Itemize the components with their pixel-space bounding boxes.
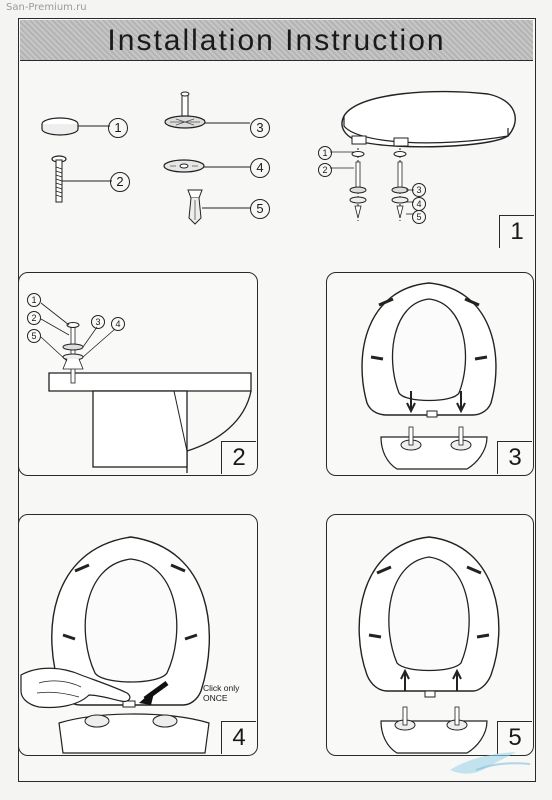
seat-click-illustration — [20, 536, 210, 754]
panel2-callout-3: 3 — [91, 315, 105, 329]
title-banner: Installation Instruction — [20, 20, 533, 61]
seat-callout-1: 1 — [318, 146, 332, 160]
click-note-line2: ONCE — [203, 693, 228, 703]
panel2-callout-1: 1 — [27, 293, 41, 307]
part-callout-1: 1 — [108, 118, 128, 138]
seat-callout-2: 2 — [318, 163, 332, 177]
part-anchor-illustration — [187, 189, 250, 225]
step-number-2: 2 — [221, 441, 256, 474]
step-number-4: 4 — [221, 721, 256, 754]
step-number-5: 5 — [497, 721, 532, 754]
part-cap-illustration — [41, 117, 110, 136]
step-number-3: 3 — [497, 441, 532, 474]
part-hinge-post-illustration — [164, 91, 250, 129]
seat-removal-illustration — [358, 536, 500, 754]
panel2-callout-4: 4 — [111, 317, 125, 331]
part-callout-5: 5 — [250, 199, 270, 219]
step-number-1: 1 — [499, 215, 534, 248]
watermark-logo — [450, 752, 531, 774]
part-callout-4: 4 — [250, 158, 270, 178]
panel2-callout-5: 5 — [27, 329, 41, 343]
bowl-side-illustration — [40, 302, 252, 473]
part-plate-illustration — [163, 159, 250, 173]
part-callout-2: 2 — [110, 172, 130, 192]
part-bolt-illustration — [51, 155, 112, 203]
panel-4: Click only ONCE 4 — [18, 514, 258, 756]
page-title: Installation Instruction — [107, 24, 446, 57]
panel-3: 3 — [326, 272, 534, 476]
seat-callout-3: 3 — [412, 183, 426, 197]
panel-5: 5 — [326, 514, 534, 756]
click-note: Click only ONCE — [203, 683, 239, 703]
seat-callout-5: 5 — [412, 210, 426, 224]
part-callout-3: 3 — [250, 118, 270, 138]
panel-2: 1 2 5 3 4 2 — [18, 272, 258, 476]
seat-placement-illustration — [361, 282, 497, 470]
click-note-line1: Click only — [203, 683, 240, 693]
panel2-callout-2: 2 — [27, 311, 41, 325]
seat-exploded-illustration — [330, 90, 516, 221]
watermark-text: San-Premium.ru — [6, 2, 87, 13]
seat-callout-4: 4 — [412, 197, 426, 211]
